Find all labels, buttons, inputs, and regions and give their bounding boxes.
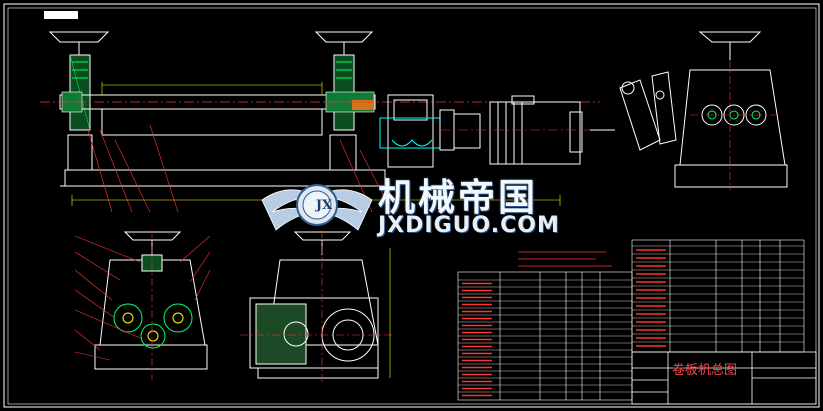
left-handwheel [48,31,110,55]
gearbox [379,94,441,168]
watermark-logo [261,184,373,231]
front-view [40,31,600,213]
parts-list-right [631,239,805,353]
watermark-brand-en: JXDIGUO.COM [378,213,560,238]
drawing-title: 卷板机总图 [672,363,738,378]
watermark-logo-letters: JX [315,198,333,213]
title-block [631,351,817,405]
parts-list-middle-rows [458,279,632,397]
technical-notes [518,251,612,267]
drawing-corner-tag [44,11,78,19]
side-view [674,31,788,190]
drawing-frame [3,3,820,408]
motor [489,95,583,165]
end-view-left-leaders [74,235,211,361]
parts-list-right-rows [632,245,804,347]
end-view-middle [240,230,395,385]
watermark-brand-cn: 机械帝国 [378,176,538,219]
right-handwheel [314,31,374,55]
crank-handle [619,71,677,151]
roller-dimension [101,82,323,95]
end-view-left [94,230,208,380]
front-base [60,134,390,187]
